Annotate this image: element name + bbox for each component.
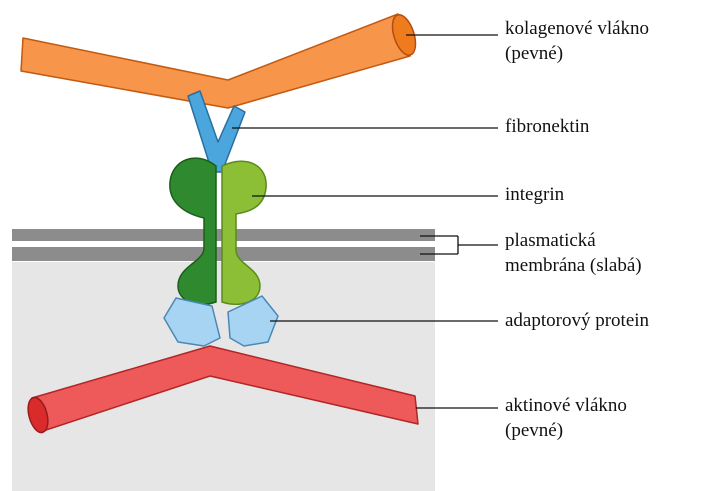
- membrane-label: plasmatická membrána (slabá): [505, 228, 642, 278]
- integrin-label: integrin: [505, 182, 564, 207]
- collagen-label-line2: (pevné): [505, 41, 649, 66]
- fibronectin-label-text: fibronektin: [505, 114, 589, 139]
- actin-label-line1: aktinové vlákno: [505, 393, 627, 418]
- membrane-label-line2: membrána (slabá): [505, 253, 642, 278]
- actin-label-line2: (pevné): [505, 418, 627, 443]
- collagen-label-line1: kolagenové vlákno: [505, 16, 649, 41]
- integrin-label-text: integrin: [505, 182, 564, 207]
- adaptor-label-text: adaptorový protein: [505, 308, 649, 333]
- collagen-label: kolagenové vlákno (pevné): [505, 16, 649, 66]
- fibronectin-label: fibronektin: [505, 114, 589, 139]
- actin-label: aktinové vlákno (pevné): [505, 393, 627, 443]
- collagen-fiber: [21, 14, 410, 108]
- adaptor-label: adaptorový protein: [505, 308, 649, 333]
- membrane-label-line1: plasmatická: [505, 228, 642, 253]
